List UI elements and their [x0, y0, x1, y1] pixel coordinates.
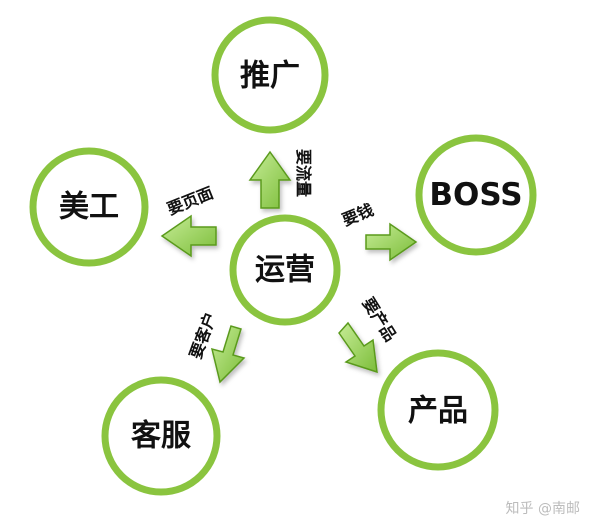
edge-label-promotion: 要流量: [294, 149, 313, 197]
arrow-to-promotion: [248, 150, 292, 209]
arrow-to-product: [338, 321, 378, 374]
edge-label-boss: 要钱: [339, 200, 376, 230]
node-center-label: 运营: [255, 253, 315, 288]
node-center: 运营: [229, 214, 341, 326]
edge-label-product: 要产品: [359, 294, 401, 345]
node-boss-label: BOSS: [429, 177, 522, 213]
node-design: 美工: [29, 147, 149, 267]
watermark-text: 知乎 @南邮: [505, 501, 580, 517]
node-service-label: 客服: [131, 419, 192, 454]
node-service: 客服: [101, 376, 221, 496]
node-product: 产品: [377, 349, 499, 471]
node-promotion: 推广: [211, 16, 329, 134]
arrow-to-boss: [365, 222, 418, 262]
arrow-to-service: [210, 325, 246, 384]
node-design-label: 美工: [59, 190, 119, 225]
edge-label-design: 要页面: [164, 183, 216, 219]
arrow-to-design: [160, 214, 217, 258]
node-product-label: 产品: [408, 394, 468, 429]
node-promotion-label: 推广: [240, 59, 300, 94]
node-boss: BOSS: [415, 134, 537, 256]
